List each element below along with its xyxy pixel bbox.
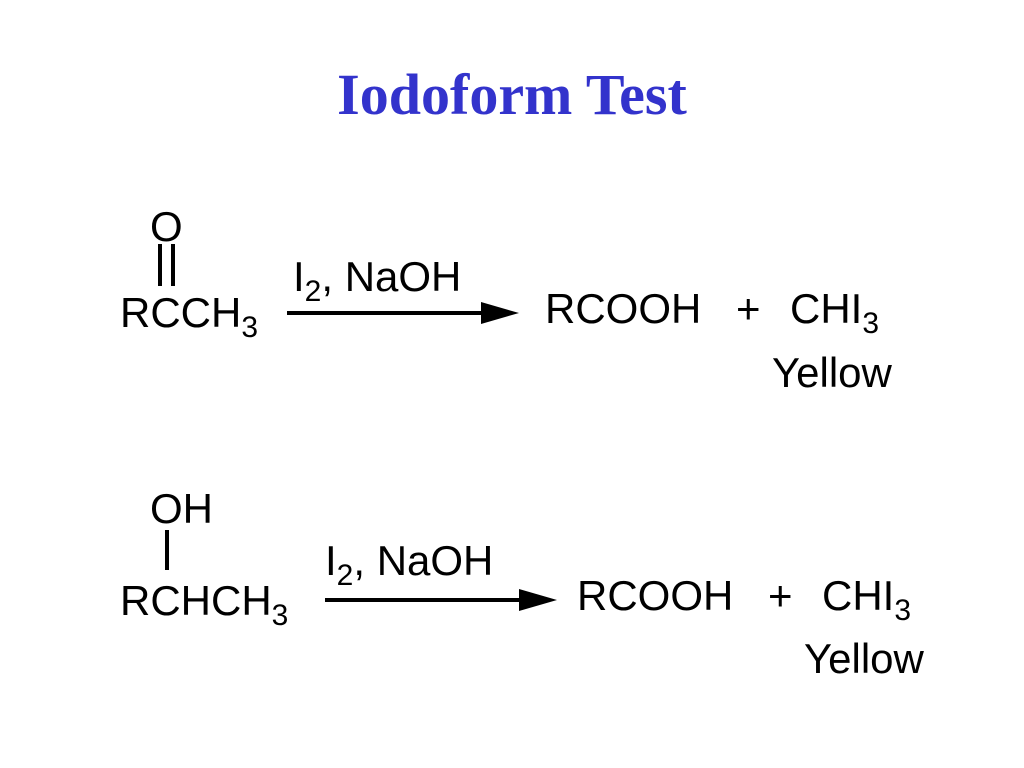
reactant-alcohol-subscript: 3 (271, 599, 289, 632)
plus-sign-2: + (768, 572, 793, 619)
reactant-ketone-subscript: 3 (241, 311, 259, 344)
reagent-iodine: I (325, 537, 337, 584)
reaction-arrow-head-1 (481, 302, 519, 324)
hydroxyl-label: OH (150, 485, 213, 532)
reaction-arrow-shaft-2 (325, 598, 521, 602)
reagent-base: , NaOH (353, 537, 494, 584)
product-iodoform-1: CHI3 (790, 285, 879, 339)
product-iodoform-subscript: 3 (894, 594, 912, 627)
reagent-label-2: I2, NaOH (325, 537, 494, 591)
slide-title: Iodoform Test (337, 62, 687, 127)
reactant-ketone: RCCH3 (120, 289, 258, 343)
product-iodoform-main: CHI (790, 285, 863, 332)
carbonyl-double-bond-right (171, 244, 175, 286)
reagent-base: , NaOH (321, 253, 462, 300)
product-carboxylic-acid-1: RCOOH (545, 285, 702, 332)
reactant-alcohol: RCHCH3 (120, 577, 288, 631)
product-iodoform-main: CHI (822, 572, 895, 619)
carbonyl-double-bond-left (158, 244, 162, 286)
product-carboxylic-acid-2: RCOOH (577, 572, 734, 619)
reagent-iodine: I (293, 253, 305, 300)
reactant-alcohol-main: RCHCH (120, 577, 272, 624)
reagent-iodine-subscript: 2 (336, 559, 354, 592)
plus-sign-1: + (736, 285, 761, 332)
product-iodoform-subscript: 3 (862, 307, 880, 340)
hydroxyl-single-bond (165, 530, 169, 570)
carbonyl-oxygen-label: O (150, 203, 183, 250)
product-color-note-2: Yellow (804, 635, 924, 682)
reagent-iodine-subscript: 2 (304, 275, 322, 308)
reaction-arrow-head-2 (519, 589, 557, 611)
product-iodoform-2: CHI3 (822, 572, 911, 626)
reaction-arrow-shaft-1 (287, 311, 483, 315)
product-color-note-1: Yellow (772, 349, 892, 396)
reagent-label-1: I2, NaOH (293, 253, 462, 307)
reactant-ketone-main: RCCH (120, 289, 242, 336)
